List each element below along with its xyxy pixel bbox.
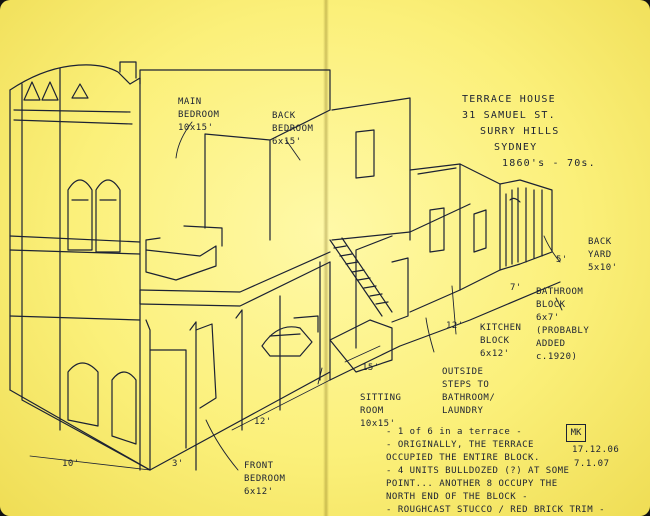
title-block: TERRACE HOUSE 31 SAMUEL ST. SURRY HILLS … — [462, 94, 596, 169]
dimension-12ft-kitchen: 12' — [446, 321, 464, 331]
notes-block: - 1 of 6 in a terrace - - ORIGINALLY, TH… — [386, 427, 605, 515]
date-start: 17.12.06 — [572, 445, 620, 455]
leader-arrows — [175, 121, 563, 471]
rear-building — [329, 97, 561, 381]
dimension-7ft: 7' — [510, 283, 522, 293]
dimension-10ft: 10' — [62, 459, 80, 469]
dimension-3ft: 3' — [172, 459, 184, 469]
dimension-5ft: 5' — [556, 255, 568, 265]
dimension-15ft: 15' — [362, 363, 380, 373]
cutaway-rooms — [29, 69, 381, 471]
dimension-12ft-front: 12' — [254, 417, 272, 427]
artist-initials: MK — [566, 424, 586, 442]
front-facade — [9, 61, 331, 471]
sketchbook-fold — [323, 0, 329, 516]
date-end: 7.1.07 — [574, 459, 610, 469]
